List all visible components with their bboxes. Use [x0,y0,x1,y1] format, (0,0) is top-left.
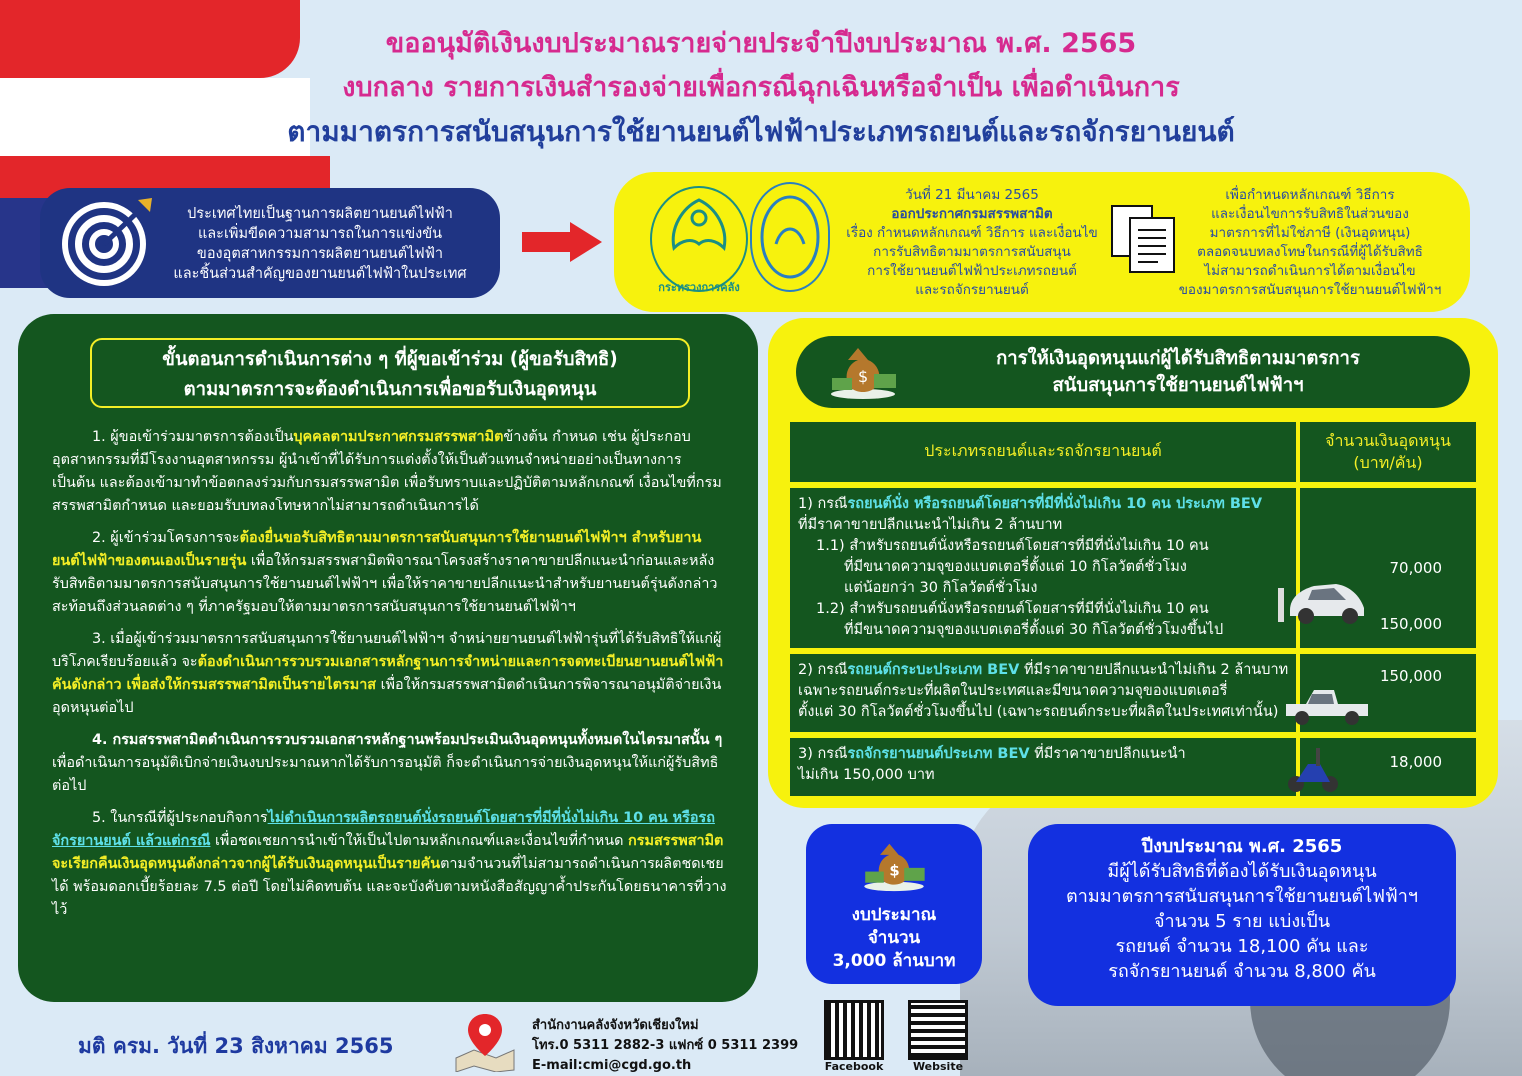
announcement-text: วันที่ 21 มีนาคม 2565 ออกประกาศกรมสรรพสา… [846,187,1098,298]
ministry-of-finance-seal-icon: กระทรวงการคลัง [650,186,748,294]
website-label: Website [912,1060,964,1073]
documents-icon [1111,205,1175,273]
step-1: 1. ผู้ขอเข้าร่วมมาตรการต้องเป็นบุคคลตามป… [52,429,722,514]
motorcycle-icon [1288,748,1338,792]
amount-1-1: 70,000 [1389,559,1443,577]
subsidy-heading: การให้เงินอุดหนุนแก่ผู้ได้รับสิทธิตามมาต… [796,336,1470,408]
amount-2: 150,000 [1379,667,1442,685]
title-line-3: ตามมาตรการสนับสนุนการใช้ยานยนต์ไฟฟ้าประเ… [287,115,1235,148]
step-2: 2. ผู้เข้าร่วมโครงการจะต้องยื่นขอรับสิทธ… [52,530,718,615]
arrow-right-icon [522,222,602,262]
step-5: 5. ในกรณีที่ผู้ประกอบกิจการไม่ดำเนินการผ… [52,810,727,918]
purpose-text: เพื่อกำหนดหลักเกณฑ์ วิธีการ และเงื่อนไขก… [1178,187,1442,298]
qr-code-icon [908,1000,968,1060]
money-bag-icon: $ [831,348,896,399]
table-header-row: ประเภทรถยนต์และรถจักรยานยนต์ จำนวนเงินอุ… [790,422,1476,482]
title-line-1: ขออนุมัติเงินงบประมาณรายจ่ายประจำปีงบประ… [385,28,1137,59]
subsidy-panel: การให้เงินอุดหนุนแก่ผู้ได้รับสิทธิตามมาต… [768,318,1498,808]
target-icon [62,198,152,286]
facebook-label: Facebook [824,1060,884,1073]
steps-panel: ขั้นตอนการดำเนินการต่าง ๆ ที่ผู้ขอเข้าร่… [18,314,758,1002]
excise-department-seal-icon [750,182,830,292]
fiscal-year-box: ปีงบประมาณ พ.ศ. 2565 มีผู้ได้รับสิทธิที่… [1028,824,1456,1006]
step-3: 3. เมื่อผู้เข้าร่วมมาตรการสนับสนุนการใช้… [52,631,724,716]
ev-car-icon [1278,584,1364,624]
title-line-2: งบกลาง รายการเงินสำรองจ่ายเพื่อกรณีฉุกเฉ… [342,72,1180,103]
thai-flag-map-white [0,78,310,156]
website-qr[interactable] [908,1000,968,1060]
pickup-truck-icon [1286,690,1368,725]
announcement-banner: กระทรวงการคลัง วันที่ 21 มีนาคม 2565 ออก… [614,172,1470,312]
location-pin-icon [455,1014,515,1072]
money-bag-icon: $ [864,843,925,892]
steps-list: 1. ผู้ขอเข้าร่วมมาตรการต้องเป็นบุคคลตามป… [52,426,728,931]
steps-heading: ขั้นตอนการดำเนินการต่าง ๆ ที่ผู้ขอเข้าร่… [90,338,690,408]
table-row: 2) กรณีรถยนต์กระบะประเภท BEV ที่มีราคาขา… [790,654,1476,732]
svg-text:$: $ [889,861,899,879]
thai-flag-map-red-top [0,0,300,78]
contact-info: สำนักงานคลังจังหวัดเชียงใหม่ โทร.0 5311 … [532,1018,799,1073]
svg-text:$: $ [858,367,868,386]
step-4: 4. กรมสรรพสามิตดำเนินการรวบรวมเอกสารหลัก… [52,732,723,794]
budget-box: $ งบประมาณ จำนวน 3,000 ล้านบาท [806,824,982,984]
table-row: 1) กรณีรถยนต์นั่ง หรือรถยนต์โดยสารที่มีท… [790,488,1476,648]
table-row: 3) กรณีรถจักรยานยนต์ประเภท BEV ที่มีราคา… [790,738,1476,796]
goal-text: ประเทศไทยเป็นฐานการผลิตยานยนต์ไฟฟ้า และเ… [173,206,467,282]
goal-box: ประเทศไทยเป็นฐานการผลิตยานยนต์ไฟฟ้า และเ… [40,188,500,298]
qr-code-icon [824,1000,884,1060]
amount-1-2: 150,000 [1379,615,1442,633]
cabinet-resolution-date: มติ ครม. วันที่ 23 สิงหาคม 2565 [78,1034,394,1058]
amount-3: 18,000 [1389,753,1443,771]
facebook-qr[interactable] [824,1000,884,1060]
